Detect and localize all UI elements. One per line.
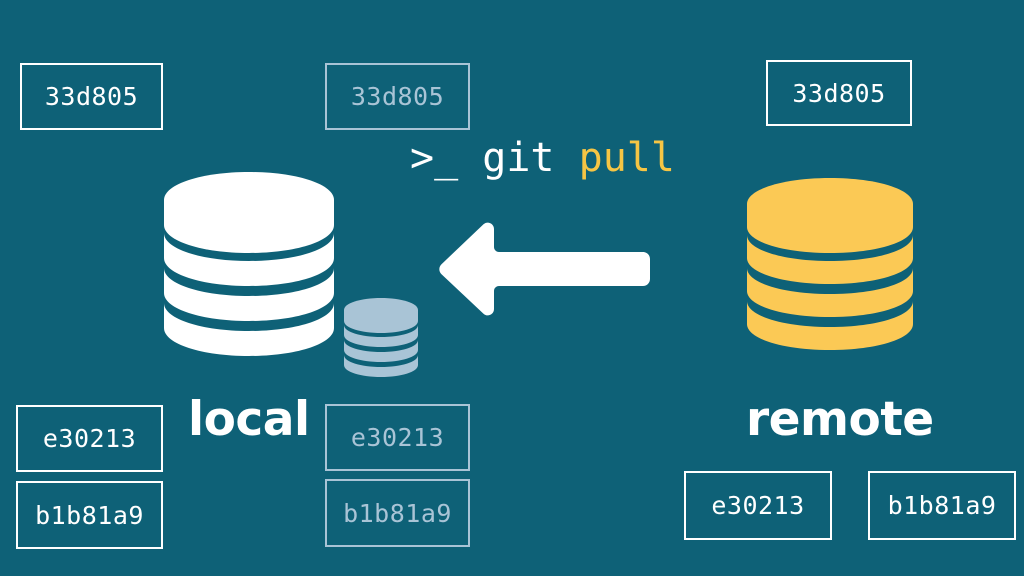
arrow-left-icon xyxy=(438,222,650,316)
incoming-commit-box-e30213[interactable]: e30213 xyxy=(325,404,470,471)
label-remote: remote xyxy=(746,392,934,447)
local-commit-box-b1b81a9[interactable]: b1b81a9 xyxy=(16,481,163,549)
remote-commit-box-33d805[interactable]: 33d805 xyxy=(766,60,912,126)
local-commit-box-e30213[interactable]: e30213 xyxy=(16,405,163,472)
command-program: git xyxy=(482,135,555,181)
terminal-prompt-icon: >_ xyxy=(410,135,459,181)
incoming-commit-box-b1b81a9[interactable]: b1b81a9 xyxy=(325,479,470,547)
incoming-commit-box-33d805[interactable]: 33d805 xyxy=(325,63,470,130)
remote-commit-box-e30213[interactable]: e30213 xyxy=(684,471,832,540)
database-icon-remote xyxy=(747,178,913,356)
database-icon-small-incoming xyxy=(344,298,418,380)
terminal-command: >_ git pull xyxy=(410,138,675,178)
local-commit-box-33d805[interactable]: 33d805 xyxy=(20,63,163,130)
label-local: local xyxy=(188,392,310,447)
command-subcommand: pull xyxy=(578,135,675,181)
database-icon-local xyxy=(164,172,334,362)
remote-commit-box-b1b81a9[interactable]: b1b81a9 xyxy=(868,471,1016,540)
